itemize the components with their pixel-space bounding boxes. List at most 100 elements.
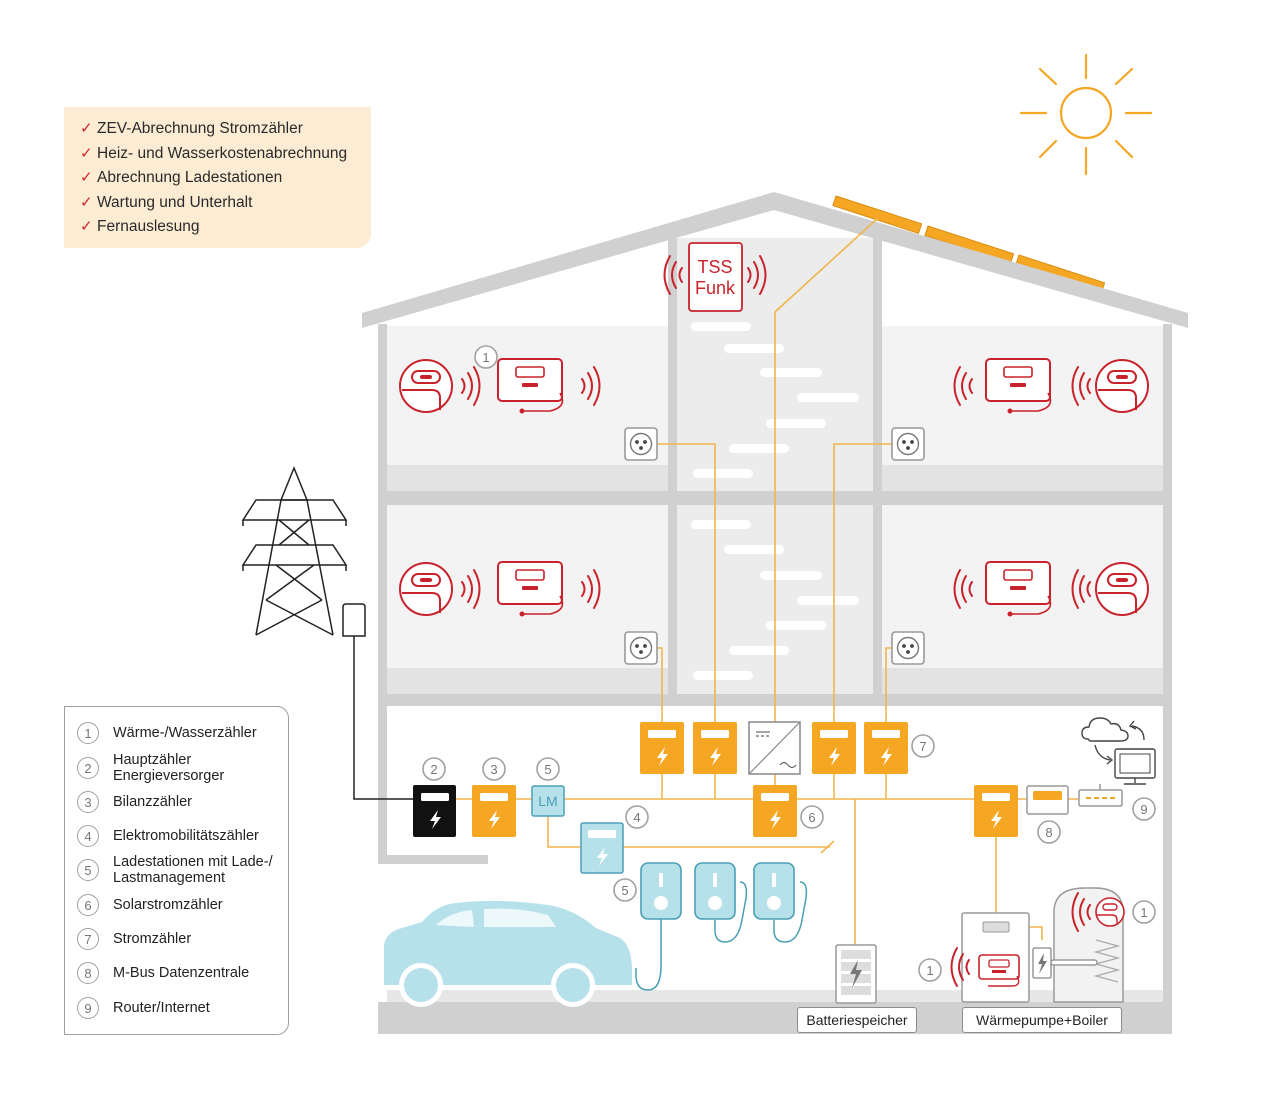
number-badges — [422, 345, 1156, 982]
grid-line — [353, 636, 414, 800]
bolt-icon — [812, 722, 856, 774]
badge-7: 7 — [919, 739, 926, 754]
charger — [694, 862, 736, 920]
charging-stations — [635, 862, 808, 991]
grid-cable — [342, 603, 366, 637]
legend-number: 1 — [77, 722, 99, 744]
inverter-icon — [748, 721, 801, 775]
socket-icon — [891, 631, 925, 665]
check-icon: ✓ — [80, 218, 93, 235]
legend-item: 3 Bilanzzähler — [77, 791, 192, 813]
service-label: Wartung und Unterhalt — [97, 193, 253, 211]
mbus-central — [1026, 785, 1069, 815]
check-icon: ✓ — [80, 169, 93, 186]
monitor-icon — [1114, 748, 1156, 785]
tss-label-2: Funk — [695, 278, 736, 298]
badge-3: 3 — [490, 762, 497, 777]
main-meter — [413, 785, 456, 837]
legend-number: 8 — [77, 962, 99, 984]
heat-meter-icon — [399, 359, 453, 413]
badge-8: 8 — [1045, 825, 1052, 840]
badge-9: 9 — [1140, 802, 1147, 817]
legend-text: Router/Internet — [113, 1000, 210, 1016]
charger — [640, 862, 682, 920]
service-item: ✓Heiz- und Wasserkostenabrechnung — [80, 142, 371, 167]
badge-4: 4 — [633, 810, 640, 825]
service-item: ✓Abrechnung Ladestationen — [80, 166, 371, 191]
legend-text: Bilanzzähler — [113, 794, 192, 810]
legend-text: Solarstromzähler — [113, 897, 223, 913]
socket-icon — [891, 427, 925, 461]
car-icon — [384, 900, 632, 1007]
tss-funk-gateway: TSS Funk — [663, 242, 767, 312]
legend-number: 6 — [77, 894, 99, 916]
charger — [753, 862, 795, 920]
service-item: ✓ZEV-Abrechnung Stromzähler — [80, 117, 371, 142]
badge-5-lm: 5 — [544, 762, 551, 777]
legend-item: 4 Elektromobilitätszähler — [77, 825, 259, 847]
balance-meter — [472, 785, 516, 837]
check-icon: ✓ — [80, 193, 93, 211]
legend-item: 2 Hauptzähler Energieversorger — [77, 752, 233, 784]
power-pylon-icon — [241, 466, 348, 636]
legend-number: 3 — [77, 791, 99, 813]
number-badge-labels: 1 2 3 5 4 5 6 7 8 9 1 1 — [430, 350, 1147, 978]
legend-item: 1 Wärme-/Wasserzähler — [77, 722, 257, 744]
legend-item: 8 M-Bus Datenzentrale — [77, 962, 249, 984]
legend-text: Ladestationen mit Lade-/ Lastmanagement — [113, 854, 273, 886]
router — [1078, 784, 1123, 807]
heat-pump-unit — [950, 912, 1030, 1003]
legend-number: 4 — [77, 825, 99, 847]
legend-text: M-Bus Datenzentrale — [113, 965, 250, 981]
legend-number: 2 — [77, 757, 99, 779]
legend-number: 5 — [77, 859, 99, 881]
heatpump-meter — [974, 785, 1018, 837]
solar-meter — [753, 785, 797, 837]
heat-meter-icon — [1095, 897, 1125, 927]
badge-1: 1 — [482, 350, 489, 365]
boiler — [1032, 887, 1125, 1003]
legend: 1 Wärme-/Wasserzähler 2 Hauptzähler Ener… — [64, 706, 289, 1035]
battery-label: Batteriespeicher — [797, 1007, 917, 1033]
emob-meter — [580, 822, 624, 874]
socket-icon — [624, 427, 658, 461]
heatpump-label: Wärmepumpe+Boiler — [962, 1007, 1122, 1033]
check-icon: ✓ — [80, 144, 93, 162]
badge-1-boiler: 1 — [1140, 905, 1147, 920]
service-label: Heiz- und Wasserkostenabrechnung — [97, 144, 348, 162]
service-label: Fernauslesung — [97, 218, 200, 235]
bolt-icon — [864, 722, 908, 774]
socket-icon — [624, 631, 658, 665]
legend-text: Stromzähler — [113, 931, 192, 947]
badge-1-heatpump: 1 — [926, 963, 933, 978]
legend-item: 6 Solarstromzähler — [77, 894, 223, 916]
sun-icon — [1019, 53, 1153, 176]
service-label: Abrechnung Ladestationen — [97, 169, 283, 186]
badge-6: 6 — [808, 810, 815, 825]
services-list: ✓ZEV-Abrechnung Stromzähler ✓Heiz- und W… — [64, 107, 371, 240]
legend-item: 7 Stromzähler — [77, 928, 191, 950]
service-label: ZEV-Abrechnung Stromzähler — [97, 120, 303, 137]
heat-meter-icon — [399, 562, 453, 616]
legend-text: Elektromobilitätszähler — [113, 828, 259, 844]
legend-text: Wärme-/Wasserzähler — [113, 725, 257, 741]
tss-label-1: TSS — [697, 257, 732, 277]
legend-number: 9 — [77, 997, 99, 1019]
legend-item: 9 Router/Internet — [77, 997, 210, 1019]
heat-meter-icon — [1095, 562, 1149, 616]
service-item: ✓Wartung und Unterhalt — [80, 191, 371, 216]
service-item: ✓Fernauslesung — [80, 215, 371, 240]
lm-label: LM — [538, 793, 557, 809]
load-manager: LM — [531, 785, 565, 817]
cloud-icon — [1081, 717, 1145, 765]
battery-icon — [835, 944, 877, 1004]
check-icon: ✓ — [80, 120, 93, 137]
heat-meter-icon — [1095, 359, 1149, 413]
legend-text: Hauptzähler Energieversorger — [113, 752, 225, 784]
bolt-icon — [693, 722, 737, 774]
bolt-icon — [640, 722, 684, 774]
legend-number: 7 — [77, 928, 99, 950]
services-box: ✓ZEV-Abrechnung Stromzähler ✓Heiz- und W… — [64, 107, 371, 248]
